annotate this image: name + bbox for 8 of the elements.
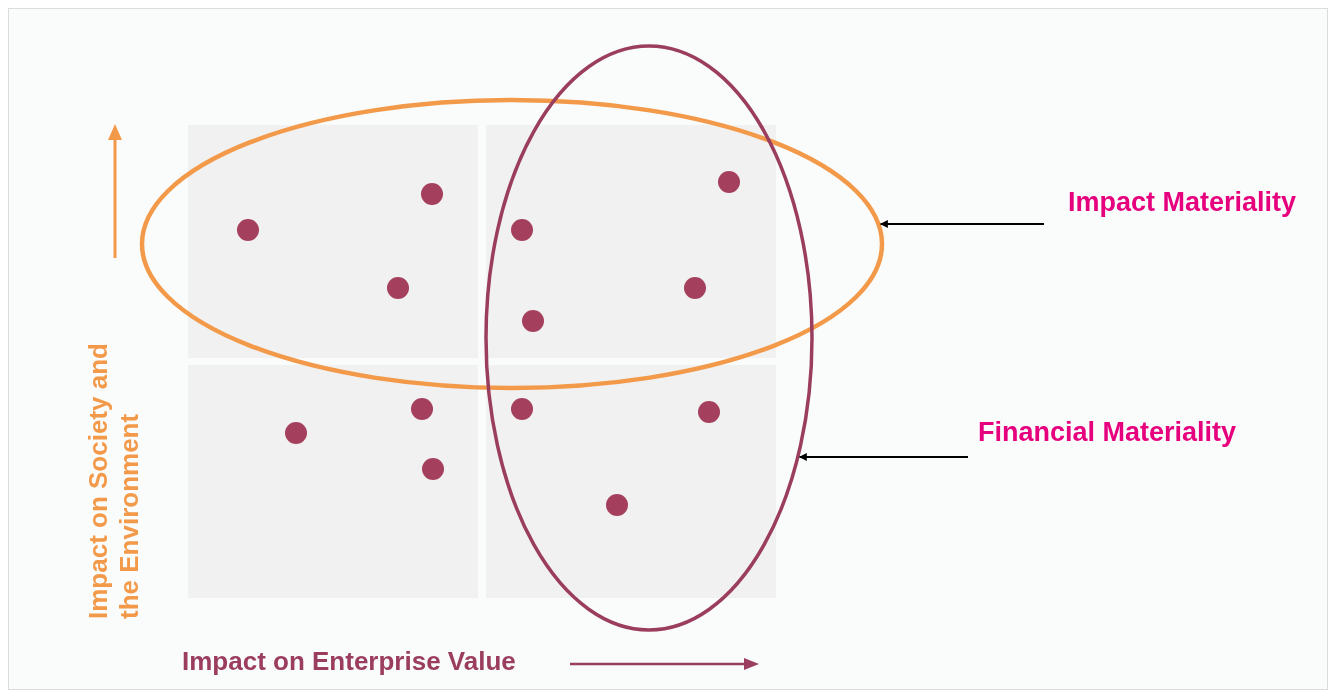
arrow <box>879 220 1045 228</box>
arrow <box>798 453 969 461</box>
callout-label: Financial Materiality <box>970 411 1244 453</box>
materiality-ellipse <box>139 97 885 391</box>
axis-label: Impact on Enterprise Value <box>182 646 516 677</box>
callout-label: Impact Materiality <box>1046 181 1318 223</box>
axis-label: Impact on Society and the Environment <box>83 342 145 619</box>
materiality-ellipse <box>484 44 814 632</box>
